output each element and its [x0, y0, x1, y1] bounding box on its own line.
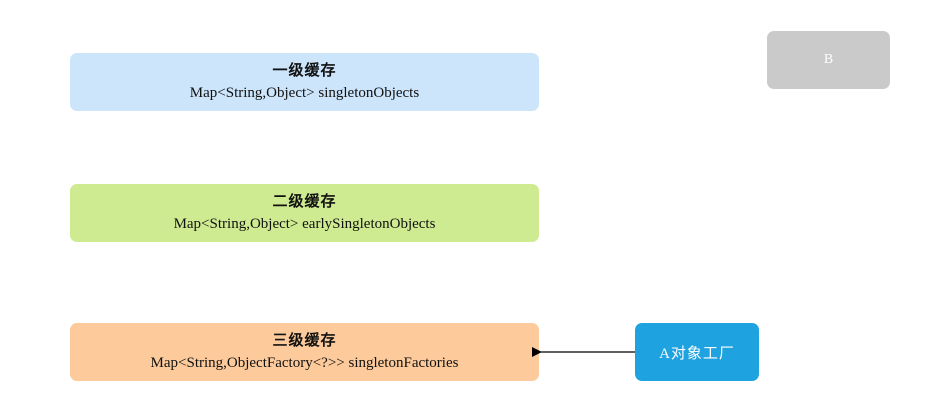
- bean-b-node: B: [767, 31, 890, 89]
- first-level-cache-box: 一级缓存 Map<String,Object> singletonObjects: [70, 53, 539, 111]
- second-level-cache-box: 二级缓存 Map<String,Object> earlySingletonOb…: [70, 184, 539, 242]
- third-level-cache-title: 三级缓存: [272, 333, 337, 349]
- object-factory-a-label: A对象工厂: [659, 345, 735, 362]
- third-level-cache-field: Map<String,ObjectFactory<?>> singletonFa…: [150, 355, 459, 371]
- third-level-cache-box: 三级缓存 Map<String,ObjectFactory<?>> single…: [70, 323, 539, 381]
- bean-b-label: B: [823, 52, 834, 67]
- object-factory-a-node: A对象工厂: [635, 323, 759, 381]
- first-level-cache-title: 一级缓存: [272, 63, 337, 79]
- first-level-cache-field: Map<String,Object> singletonObjects: [189, 85, 420, 101]
- second-level-cache-field: Map<String,Object> earlySingletonObjects: [173, 216, 436, 232]
- second-level-cache-title: 二级缓存: [272, 194, 337, 210]
